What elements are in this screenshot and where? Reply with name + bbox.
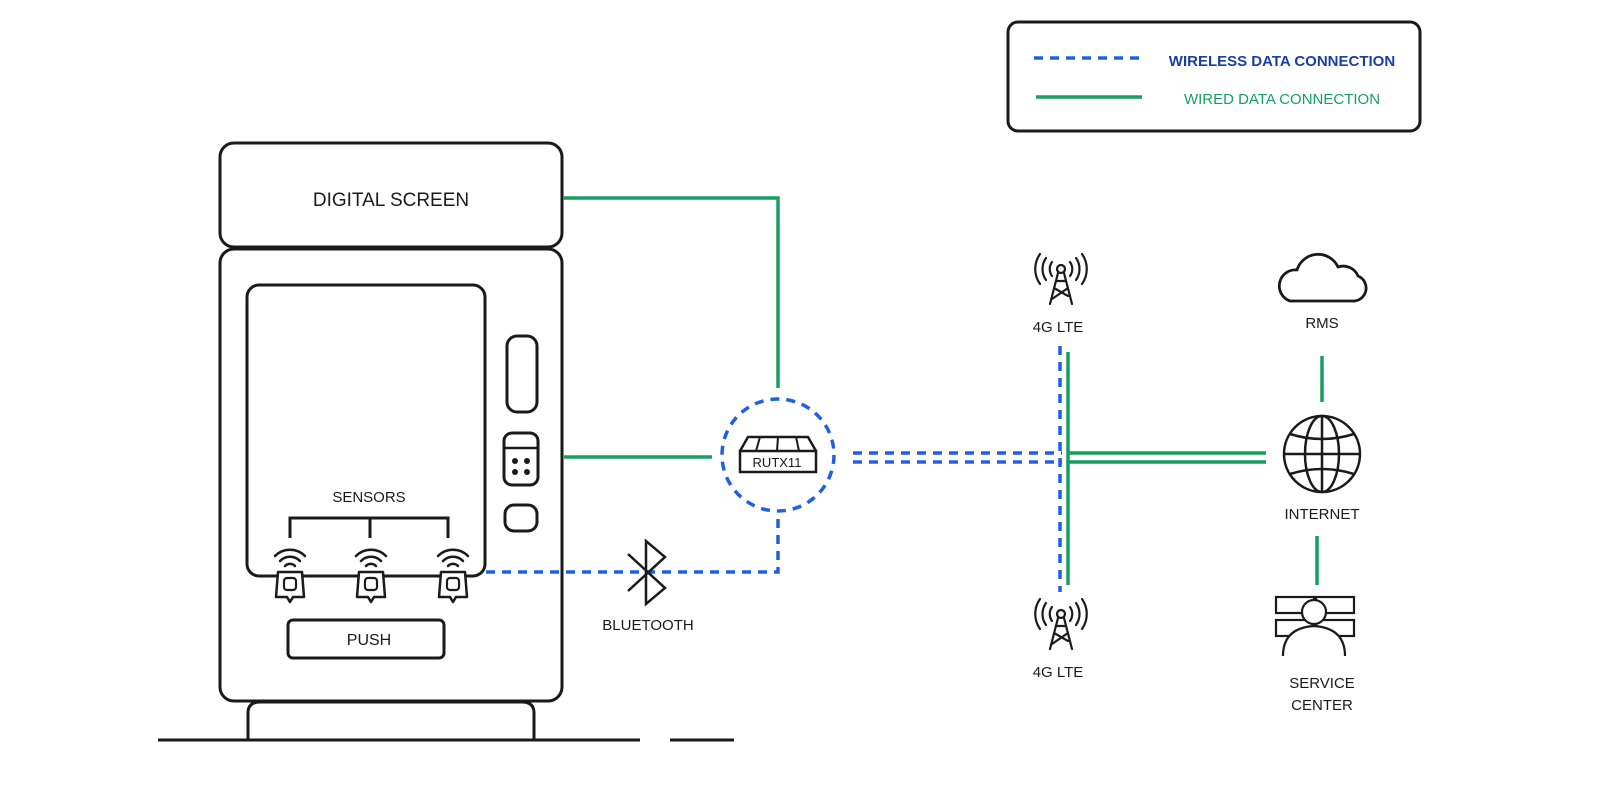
lte-bottom-label: 4G LTE: [1033, 664, 1084, 681]
service-agent-icon: [1274, 595, 1356, 657]
keypad: [502, 431, 540, 487]
router: RUTX11: [738, 435, 818, 474]
router-icon: [738, 435, 818, 474]
card-reader: [503, 503, 539, 533]
wifi-signal-icon: [436, 548, 470, 568]
sensor-icon: [355, 570, 387, 604]
lte-top-label: 4G LTE: [1033, 319, 1084, 336]
bluetooth-label: BLUETOOTH: [602, 617, 693, 634]
lte-tower-top: 4G LTE: [1033, 252, 1088, 336]
sensors-group: SENSORS: [273, 489, 470, 604]
digital-screen-box: [218, 141, 564, 249]
cloud-icon: [1277, 252, 1368, 303]
bluetooth: BLUETOOTH: [602, 538, 694, 634]
service-center: SERVICE CENTER: [1274, 595, 1356, 714]
wifi-signal-icon: [273, 548, 307, 568]
rms-label: RMS: [1305, 315, 1338, 332]
sensor-3: [436, 548, 470, 604]
service-center-label-line2: CENTER: [1291, 697, 1353, 714]
kiosk: DIGITAL SCREEN PUSH: [158, 141, 734, 742]
legend: WIRELESS DATA CONNECTION WIRED DATA CONN…: [1006, 20, 1422, 133]
internet-label: INTERNET: [1285, 506, 1360, 523]
wireless-connections: [486, 346, 1062, 592]
wired-connections: [563, 196, 1324, 585]
router-wireless-ring: [720, 397, 836, 513]
wifi-signal-icon: [354, 548, 388, 568]
digital-screen-label: DIGITAL SCREEN: [313, 190, 469, 211]
service-center-label-line1: SERVICE: [1289, 675, 1355, 692]
router-label: RUTX11: [753, 455, 802, 470]
globe-icon: [1282, 414, 1362, 494]
wired-screen-router: [563, 196, 780, 388]
push-panel: [286, 618, 446, 660]
sensors-label: SENSORS: [332, 489, 405, 506]
legend-wireless-label: WIRELESS DATA CONNECTION: [1169, 53, 1395, 70]
lte-tower-bottom: 4G LTE: [1033, 597, 1088, 681]
coin-slot: [505, 334, 539, 414]
wireless-sensors-router: [486, 512, 780, 574]
bluetooth-icon: [627, 538, 667, 607]
internet: INTERNET: [1282, 414, 1362, 523]
antenna-tower-icon: [1034, 252, 1088, 306]
legend-wired-label: WIRED DATA CONNECTION: [1184, 91, 1380, 108]
kiosk-base: [246, 700, 536, 740]
legend-box: [1006, 20, 1422, 133]
sensor-icon: [437, 570, 469, 604]
sensor-icon: [274, 570, 306, 604]
antenna-tower-icon: [1034, 597, 1088, 651]
rms: RMS: [1277, 252, 1368, 332]
push-label: PUSH: [347, 632, 391, 649]
sensor-1: [273, 548, 307, 604]
sensor-2: [354, 548, 388, 604]
